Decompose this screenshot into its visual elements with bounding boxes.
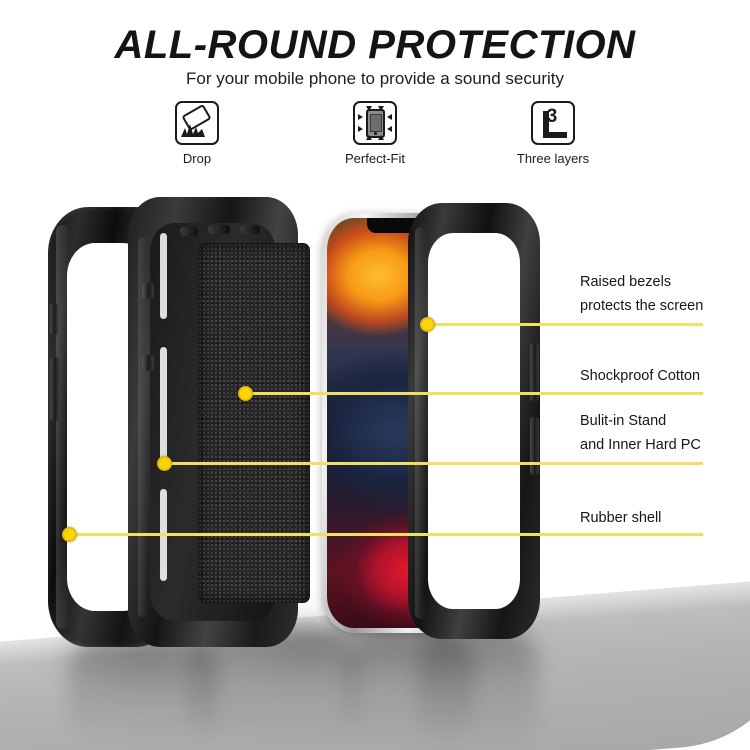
- pc-slot-mid: [160, 347, 167, 467]
- pc-clip-bottom: [142, 355, 154, 371]
- callout-label-1-line2: protects the screen: [580, 298, 704, 314]
- feature-label: Three layers: [516, 151, 590, 166]
- volume-button-cutout: [50, 357, 59, 421]
- raised-bezel-opening: [428, 233, 520, 609]
- callout-label-4-line1: Rubber shell: [580, 510, 662, 526]
- feature-drop: Drop: [142, 101, 252, 167]
- impact-burst-shape: [181, 124, 205, 137]
- callout-label-3-line1: Bulit-in Stand: [580, 413, 667, 429]
- shockproof-cotton-pad: [198, 243, 310, 603]
- pc-highlight: [138, 237, 148, 617]
- layer-count-number: 3: [546, 106, 558, 127]
- perfect-fit-phone-shape: [366, 109, 385, 138]
- callout-line-1: [427, 323, 703, 326]
- feature-perfect-fit: Perfect-Fit: [320, 101, 430, 167]
- callout-line-2: [245, 392, 703, 395]
- feature-label: Perfect-Fit: [345, 151, 405, 166]
- callout-label-1-line1: Raised bezels: [580, 274, 672, 290]
- perfect-fit-icon: [353, 101, 397, 145]
- callout-dot-3: [157, 456, 172, 471]
- rubber-shell-highlight: [56, 225, 70, 629]
- perfect-fit-arrows: [358, 106, 392, 140]
- pc-vent-a: [180, 227, 198, 236]
- pc-slot-top: [160, 233, 167, 319]
- feature-label: Drop: [182, 151, 212, 166]
- reflection-rubber: [68, 635, 218, 750]
- callout-dot-1: [420, 317, 435, 332]
- reflection-pc: [188, 627, 358, 750]
- pc-vent-b: [208, 225, 230, 234]
- pc-clip-top: [142, 283, 154, 299]
- page-title: ALL-ROUND PROTECTION: [114, 23, 636, 67]
- drop-impact-icon: [175, 101, 219, 145]
- callout-line-4: [69, 533, 703, 536]
- feature-icon-row: Drop Perfect-Fit: [0, 101, 750, 167]
- bezel-highlight: [415, 227, 426, 619]
- page-subtitle: For your mobile phone to provide a sound…: [186, 69, 564, 88]
- bezel-volume-cutout: [530, 343, 539, 401]
- callout-dot-4: [62, 527, 77, 542]
- callout-dot-2: [238, 386, 253, 401]
- feature-three-layers: 3 Three layers: [498, 101, 608, 167]
- raised-bezel-layer: [408, 203, 540, 639]
- mute-switch-cutout: [50, 303, 58, 335]
- callout-label-2-line1: Shockproof Cotton: [580, 368, 701, 384]
- callout-label-3-line2: and Inner Hard PC: [580, 437, 701, 453]
- three-layers-icon: 3: [531, 101, 575, 145]
- reflection-bezel: [418, 625, 538, 750]
- bezel-power-cutout: [530, 417, 539, 475]
- pc-vent-c: [240, 225, 260, 234]
- product-exploded-view: [0, 175, 750, 750]
- callout-line-3: [164, 462, 703, 465]
- perfect-fit-home-dot: [373, 131, 377, 135]
- layer-corner-shape: [543, 111, 567, 138]
- reflection-phone: [345, 630, 475, 750]
